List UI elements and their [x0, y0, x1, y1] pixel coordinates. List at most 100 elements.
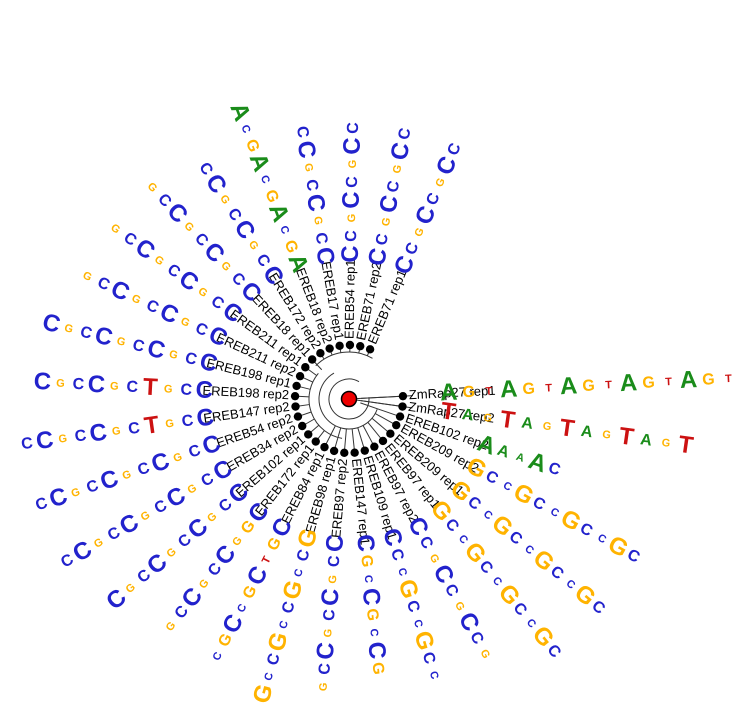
motif-letter-A: A — [580, 423, 594, 442]
root-node — [340, 390, 358, 408]
motif-letter-C: C — [316, 587, 344, 607]
motif-letter-G: G — [121, 468, 133, 482]
motif-letter-C: C — [235, 602, 249, 615]
motif-letter-C: C — [78, 324, 94, 343]
motif-letter-C: C — [367, 628, 380, 637]
motif-letter-C: C — [411, 618, 425, 629]
motif-letter-G: G — [56, 378, 65, 390]
leaf-node-dot — [360, 446, 369, 455]
motif-letter-G: G — [642, 374, 655, 392]
motif-letter-G: G — [357, 554, 375, 568]
motif-letter-C: C — [387, 547, 407, 563]
motif-letter-T: T — [545, 382, 553, 394]
motif-letter-G: G — [427, 552, 442, 565]
motif-letter-G: G — [145, 180, 160, 194]
motif-letter-G: G — [380, 217, 394, 228]
motif-letter-C: C — [363, 246, 393, 269]
motif-letter-C: C — [131, 337, 147, 356]
leaf-node-dot — [298, 421, 307, 431]
motif-letter-C: C — [312, 641, 340, 661]
motif-letter-G: G — [110, 380, 119, 392]
motif-letter-G: G — [58, 433, 68, 446]
motif-letter-G: G — [391, 164, 405, 175]
motif-letter-G: G — [542, 420, 552, 433]
motif-letter-C: C — [396, 126, 415, 141]
motif-letter-G: G — [218, 259, 233, 273]
motif-letter-G: G — [185, 482, 198, 497]
motif-letter-C: C — [211, 650, 225, 663]
leaf-node-dot — [398, 402, 407, 411]
leaf-node-dot — [345, 340, 355, 350]
motif-letter-C: C — [262, 671, 276, 682]
motif-letter-T: T — [260, 554, 274, 566]
motif-letter-T: T — [677, 431, 696, 460]
motif-letter-A: A — [439, 379, 458, 407]
motif-letter-C: C — [302, 178, 321, 193]
motif-letter-C: C — [321, 534, 349, 554]
motif-letter-T: T — [143, 411, 162, 440]
motif-letter-G: G — [152, 253, 166, 268]
leaf-node-dot — [398, 391, 408, 401]
motif-letter-T: T — [498, 406, 517, 435]
motif-letter-C: C — [301, 192, 331, 214]
motif-letter-A: A — [495, 442, 512, 462]
motif-letter-G: G — [311, 215, 324, 226]
motif-letter-C: C — [374, 193, 404, 216]
motif-letter-C: C — [419, 650, 439, 666]
motif-letter-C: C — [501, 479, 514, 493]
motif-letter-G: G — [179, 315, 192, 329]
leaf-node-dot — [335, 341, 344, 351]
motif-letter-C: C — [316, 662, 334, 675]
motif-letter-C: C — [40, 308, 63, 338]
leaf-node-dot — [291, 402, 300, 411]
motif-letter-G: G — [582, 377, 595, 395]
motif-letter-G: G — [230, 535, 245, 549]
leaf-node-dot — [329, 446, 339, 456]
motif-letter-C: C — [195, 376, 214, 404]
leaf-node-dot — [340, 448, 349, 457]
motif-letter-C: C — [546, 459, 563, 479]
motif-letter-C: C — [490, 575, 504, 589]
motif-letter-G: G — [181, 220, 196, 234]
motif-letter-G: G — [277, 577, 308, 602]
motif-letter-C: C — [183, 350, 199, 369]
motif-letter-G: G — [368, 661, 386, 675]
motif-letter-T: T — [558, 414, 577, 443]
motif-letter-C: C — [416, 534, 437, 553]
motif-letter-C: C — [357, 587, 386, 607]
motif-letter-C: C — [20, 435, 34, 454]
leaf-node-dot — [311, 437, 320, 446]
leaf-node-dot — [293, 412, 303, 421]
motif-letter-C: C — [402, 240, 422, 258]
motif-letter-G: G — [172, 451, 184, 465]
tree-arc — [315, 351, 373, 367]
motif-letter-C: C — [148, 447, 173, 478]
leaf-node-dot — [356, 341, 365, 351]
motif-letter-G: G — [412, 226, 426, 239]
motif-letter-G: G — [111, 425, 121, 438]
motif-letter-G: G — [483, 412, 493, 425]
motif-letter-G: G — [248, 681, 279, 704]
motif-letter-G: G — [292, 525, 323, 550]
motif-letter-C: C — [87, 371, 106, 399]
motif-letter-C: C — [135, 459, 152, 479]
motif-letter-G: G — [601, 429, 611, 442]
tree-arc — [328, 378, 370, 420]
motif-letter-C: C — [145, 335, 168, 365]
motif-letter-C: C — [92, 321, 115, 351]
motif-letter-G: G — [197, 577, 212, 591]
motif-letter-T: T — [617, 422, 636, 451]
motif-letter-C: C — [326, 554, 344, 567]
motif-letter-C: C — [310, 245, 340, 267]
motif-letter-C: C — [395, 567, 409, 578]
motif-letter-C: C — [345, 122, 362, 134]
motif-letter-G: G — [347, 160, 359, 169]
motif-letter-G: G — [317, 682, 330, 692]
motif-letter-C: C — [88, 418, 109, 447]
motif-letter-C: C — [548, 506, 561, 520]
motif-letter-C: C — [277, 619, 291, 630]
motif-letter-C: C — [238, 123, 252, 135]
motif-letter-A: A — [514, 451, 525, 465]
leaf-node-dot — [325, 344, 334, 353]
motif-letter-C: C — [595, 532, 608, 546]
